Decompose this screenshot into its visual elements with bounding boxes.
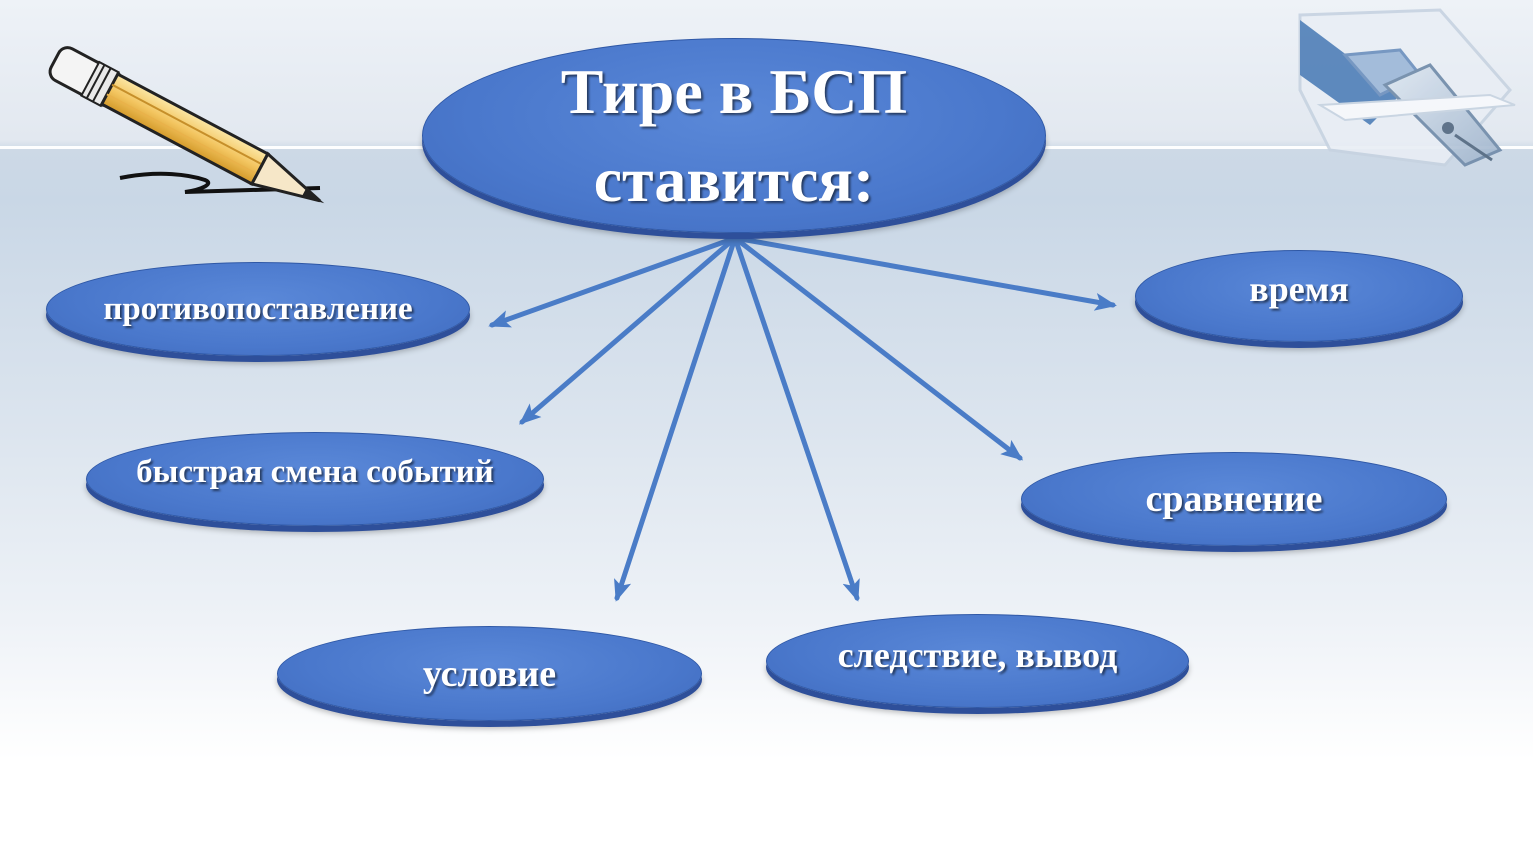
arrows	[488, 235, 1117, 602]
node-events-label: быстрая смена событий	[136, 453, 494, 490]
central-topic: Тире в БСП ставится:	[422, 38, 1046, 233]
node-condition-label: условие	[422, 652, 557, 695]
central-topic-line2: ставится:	[593, 143, 875, 215]
arrow-events	[518, 235, 738, 425]
node-time: время	[1135, 250, 1463, 342]
node-time-label: время	[1249, 269, 1349, 309]
node-contrast: противопоставление	[46, 262, 470, 356]
node-events: быстрая смена событий	[86, 432, 544, 526]
node-comparison: сравнение	[1021, 452, 1447, 546]
node-contrast-label: противопоставление	[103, 290, 413, 327]
central-topic-line1: Тире в БСП	[560, 55, 908, 127]
arrow-contrast	[488, 235, 738, 328]
pencil-icon	[48, 46, 325, 204]
node-condition: условие	[277, 626, 702, 721]
node-consequence-label: следствие, вывод	[837, 635, 1118, 675]
arrow-condition	[614, 235, 738, 602]
arrow-comparison	[732, 235, 1024, 461]
arrow-consequence	[732, 235, 860, 602]
arrow-time	[732, 235, 1117, 311]
node-consequence: следствие, вывод	[766, 614, 1189, 708]
node-comparison-label: сравнение	[1145, 478, 1323, 520]
fountain-pen-icon	[1298, 8, 1516, 167]
